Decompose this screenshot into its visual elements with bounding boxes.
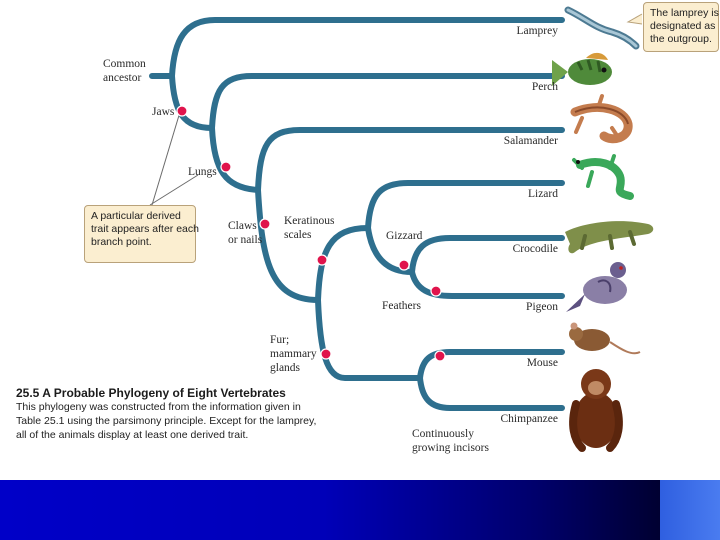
trait-dot-gizzard — [399, 260, 409, 270]
label-lungs: Lungs — [188, 166, 217, 180]
label-claws-or-nails: Claws or nails — [228, 220, 262, 248]
slide-footer-corner-block — [660, 480, 720, 540]
caption-line-2: Table 25.1 using the parsimony principle… — [16, 414, 346, 428]
trait-dot-incisors — [435, 351, 445, 361]
pointer-jaws — [152, 112, 180, 205]
trait-dot-fur — [321, 349, 331, 359]
label-jaws: Jaws — [152, 106, 174, 120]
trait-dot-lungs — [221, 162, 231, 172]
trait-dot-jaws — [177, 106, 187, 116]
taxon-label-salamander: Salamander — [448, 135, 558, 147]
label-continuously-growing-incisors: Continuously growing incisors — [412, 428, 489, 456]
taxon-label-lizard: Lizard — [448, 188, 558, 200]
caption-line-3: all of the animals display at least one … — [16, 428, 346, 442]
lizard-illustration — [574, 156, 630, 196]
branch-stem-lungs — [212, 128, 258, 190]
caption-title: 25.5 A Probable Phylogeny of Eight Verte… — [16, 386, 346, 400]
taxon-label-pigeon: Pigeon — [448, 301, 558, 313]
taxon-label-lamprey: Lamprey — [448, 25, 558, 37]
label-keratinous-scales: Keratinous scales — [284, 215, 334, 243]
label-fur-mammary-glands: Fur; mammary glands — [270, 334, 317, 375]
pointer-outgroup — [628, 14, 642, 24]
trait-dot-keratinous — [317, 255, 327, 265]
caption-line-1: This phylogeny was constructed from the … — [16, 400, 346, 414]
pigeon-illustration — [566, 262, 627, 312]
label-gizzard: Gizzard — [386, 230, 422, 244]
lamprey-illustration — [568, 10, 636, 46]
crocodile-illustration — [565, 221, 653, 253]
chimpanzee-illustration — [573, 369, 619, 448]
figure-caption: 25.5 A Probable Phylogeny of Eight Verte… — [16, 386, 346, 443]
trait-dot-feathers — [431, 286, 441, 296]
slide-footer-bar — [0, 480, 720, 540]
salamander-illustration — [575, 96, 628, 140]
taxon-label-chimpanzee: Chimpanzee — [448, 413, 558, 425]
callout-outgroup: The lamprey is designated as the outgrou… — [643, 2, 719, 52]
taxon-label-mouse: Mouse — [448, 357, 558, 369]
label-feathers: Feathers — [382, 300, 421, 314]
branch-stem-amniote — [258, 190, 318, 300]
taxon-label-crocodile: Crocodile — [448, 243, 558, 255]
callout-derived-trait: A particular derived trait appears after… — [84, 205, 196, 263]
perch-illustration — [552, 53, 612, 86]
taxon-label-perch: Perch — [448, 81, 558, 93]
mouse-illustration — [569, 323, 640, 354]
label-common-ancestor: Common ancestor — [103, 58, 146, 86]
branch-chimpanzee — [420, 378, 562, 408]
